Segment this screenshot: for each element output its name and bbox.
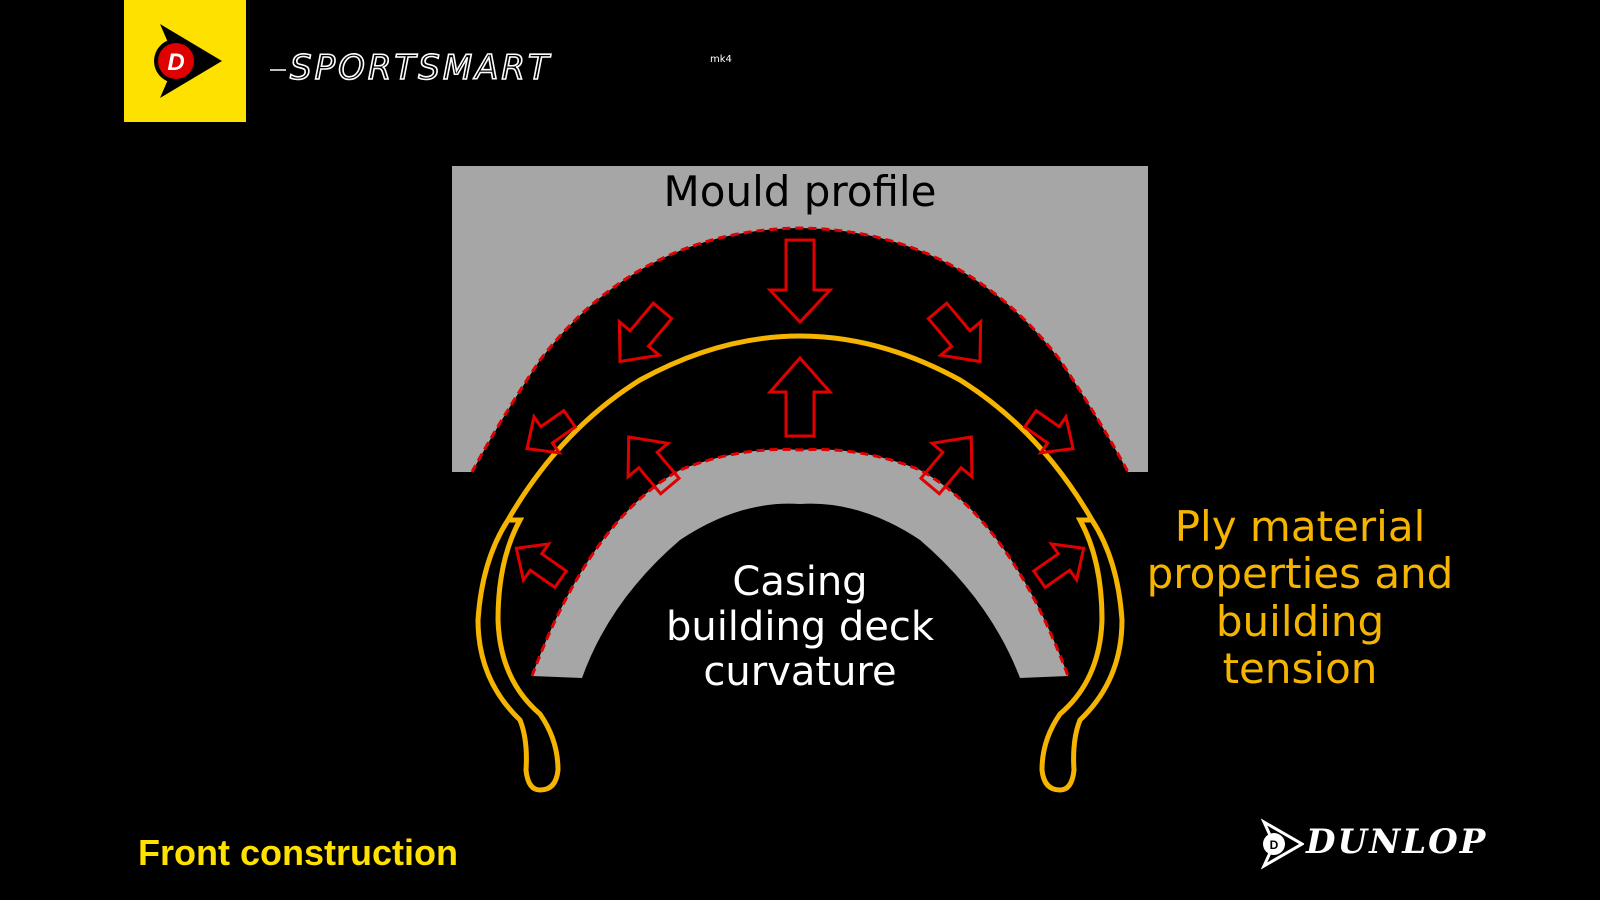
casing-building-deck-shape (532, 449, 1068, 678)
arrow-outer-left-2 (525, 408, 578, 455)
casing-label-line: building deck (665, 604, 935, 651)
ply-line (505, 333, 1095, 522)
arrow-outer-left-1 (617, 301, 674, 364)
mould-profile-dashed-line (470, 226, 1130, 473)
arrow-outer-right-1 (926, 301, 983, 364)
mould-profile-shape (452, 166, 1148, 472)
arrow-inner-right-1 (918, 435, 974, 496)
casing-label-line: Casing (732, 559, 868, 605)
ply-label-line: properties and (1146, 549, 1454, 599)
dunlop-badge: D (124, 0, 246, 122)
dunlop-flying-d-icon: D (154, 24, 222, 98)
ply-label-line: Ply material (1174, 502, 1426, 551)
casing-dashed-line (530, 447, 1070, 677)
arrow-up-center (766, 355, 834, 438)
dunlop-wordmark: D DUNLOP (1258, 818, 1558, 870)
mould-profile-label: Mould profile (663, 167, 937, 216)
dunlop-flying-d-icon: D (1260, 818, 1305, 870)
arrow-inner-right-2 (1031, 542, 1086, 590)
arrow-down-top (766, 238, 834, 325)
arrow-outer-right-2 (1022, 408, 1075, 455)
sportsmart-logo: SPORTSMART mk4 (270, 48, 732, 88)
ply-label-line: tension (1222, 644, 1378, 694)
casing-label-line: curvature (703, 649, 897, 696)
dunlop-brand-text: DUNLOP (1306, 822, 1488, 862)
svg-text:D: D (1270, 838, 1279, 852)
casing-building-deck-label: Casing building deck curvature (620, 559, 980, 696)
ply-right-bead (1039, 517, 1125, 793)
svg-text:SPORTSMART: SPORTSMART (290, 48, 552, 88)
svg-text:D: D (167, 49, 184, 76)
arrow-inner-left-1 (626, 435, 682, 496)
svg-text:mk4: mk4 (710, 54, 732, 65)
ply-material-label: Ply material properties and building ten… (1130, 503, 1470, 693)
ply-left-bead (475, 517, 561, 793)
ply-label-line: building (1215, 596, 1385, 646)
arrow-inner-left-2 (514, 542, 569, 590)
front-construction-caption: Front construction (138, 832, 458, 873)
